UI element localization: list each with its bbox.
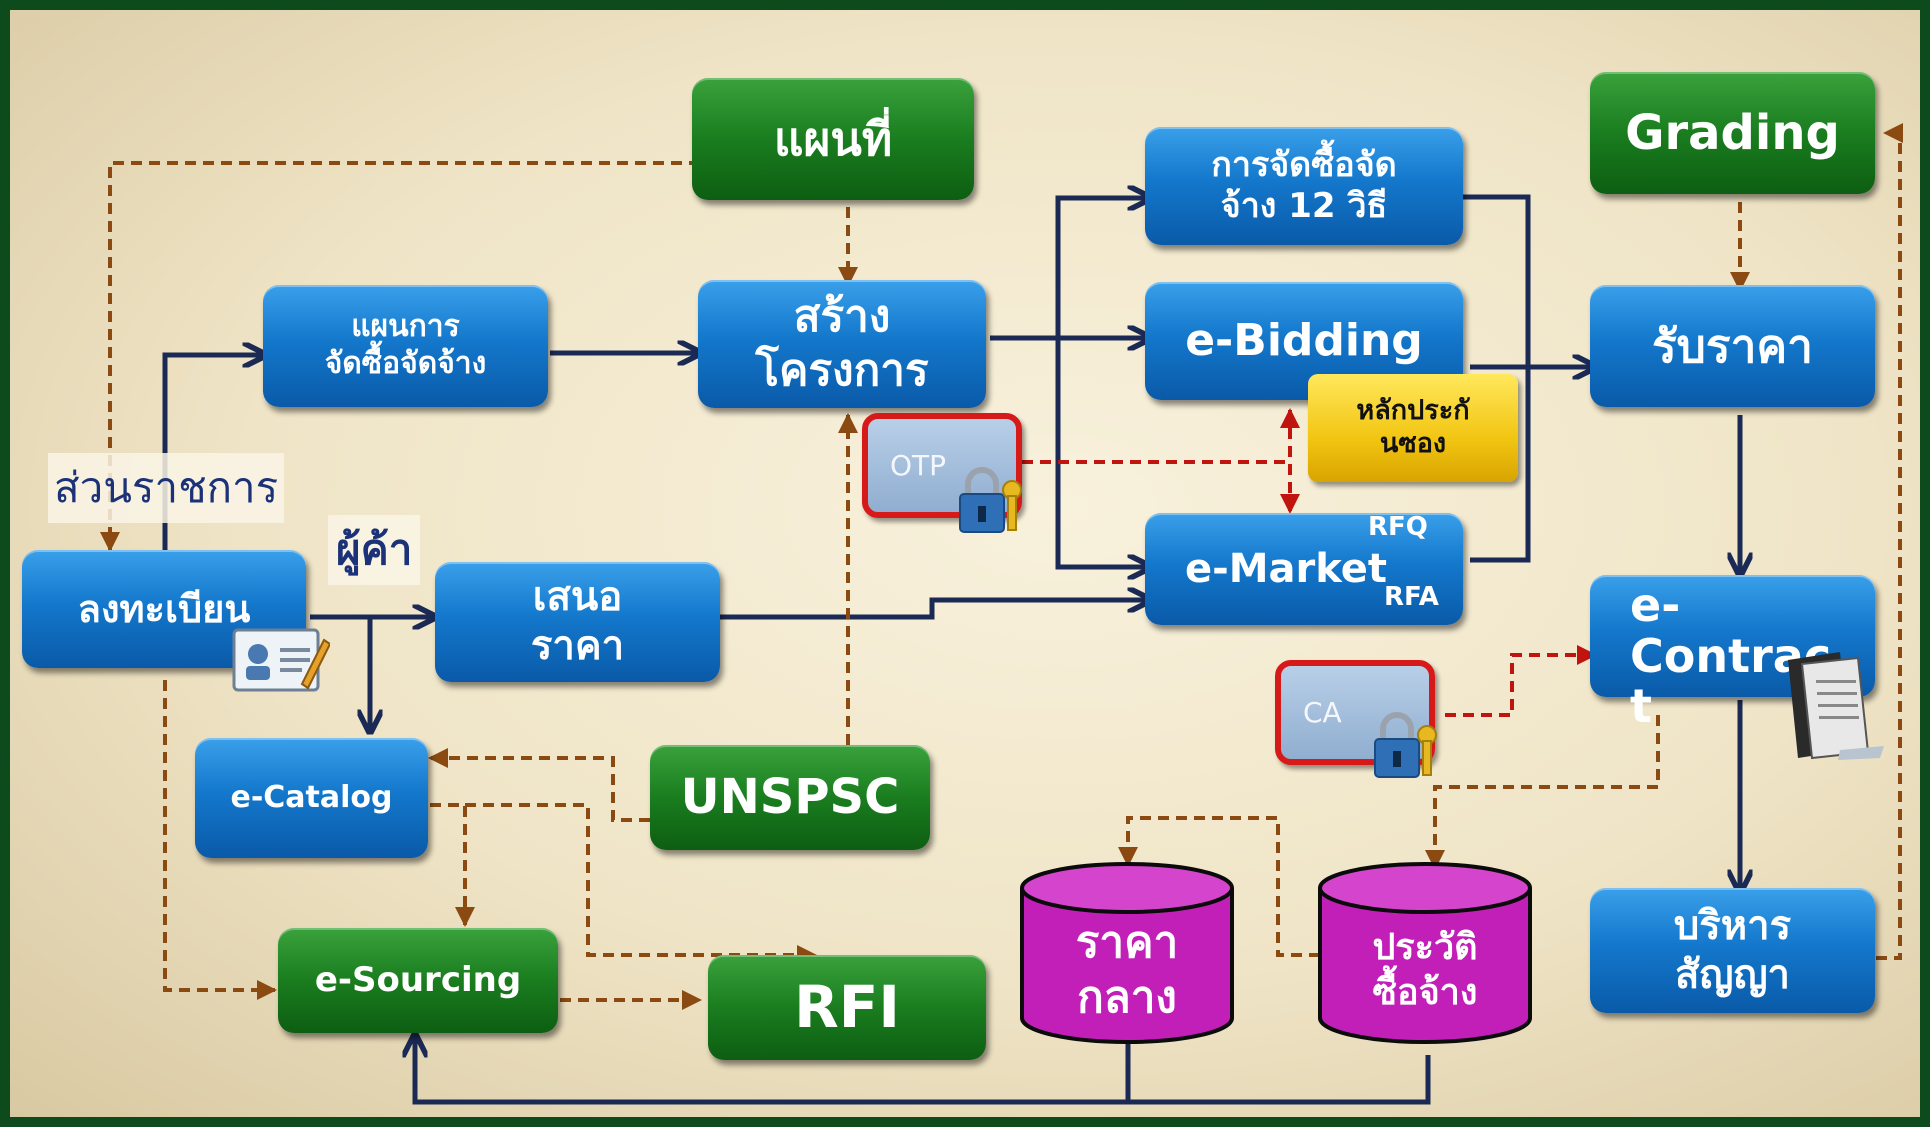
node-median-price-cylinder[interactable] <box>1018 862 1236 1046</box>
dash-history-to-median <box>1118 816 1320 957</box>
rfa-label: RFA <box>1384 582 1439 612</box>
dash-manage-to-grading <box>1876 123 1903 960</box>
node-grading-label: Grading <box>1625 104 1840 161</box>
flow-to-emarket <box>1055 338 1150 567</box>
dash-map-to-register <box>100 161 700 552</box>
label-government: ส่วนราชการ <box>48 453 285 523</box>
node-rfi[interactable]: RFI <box>708 955 986 1060</box>
dash-catalog-to-sourcing <box>430 803 475 927</box>
dash-contract-to-history <box>1425 715 1660 870</box>
node-offer-price[interactable]: เสนอ ราคา <box>435 562 720 682</box>
node-create-project-label: สร้าง โครงการ <box>755 291 929 396</box>
flow-to-12-methods <box>1055 198 1150 338</box>
node-purchase-history-label: ประวัติ ซื้อจ้าง <box>1372 927 1478 1013</box>
node-purchase-history: ประวัติ ซื้อจ้าง <box>1316 905 1534 1035</box>
node-map-label: แผนที่ <box>773 111 893 166</box>
node-contract-mgmt[interactable]: บริหาร สัญญา <box>1590 888 1875 1013</box>
node-ca[interactable]: CA <box>1275 660 1435 765</box>
node-unspsc-label: UNSPSC <box>680 769 900 826</box>
dash-unspsc-to-catalog <box>428 748 650 822</box>
node-create-project[interactable]: สร้าง โครงการ <box>698 280 986 408</box>
padlock-key-icon <box>959 467 1022 533</box>
node-purchase-history-cylinder[interactable] <box>1316 862 1534 1046</box>
node-procurement-12[interactable]: การจัดซื้อจัด จ้าง 12 วิธี <box>1145 127 1463 245</box>
dash-catalog-to-rfi <box>465 803 817 965</box>
rfq-label: RFQ <box>1368 512 1428 542</box>
node-ca-label: CA <box>1303 696 1342 729</box>
node-otp-label: OTP <box>890 449 947 482</box>
label-vendor-text: ผู้ค้า <box>336 525 413 574</box>
node-contract-mgmt-label: บริหาร สัญญา <box>1673 902 1792 998</box>
node-receive-price[interactable]: รับราคา <box>1590 285 1875 407</box>
label-vendor: ผู้ค้า <box>328 515 421 585</box>
node-offer-price-label: เสนอ ราคา <box>530 574 625 669</box>
node-median-price: ราคา กลาง <box>1018 905 1236 1035</box>
connector-layer <box>100 123 1903 1105</box>
node-e-contract-label: e- Contrac t <box>1630 578 1832 734</box>
node-median-price-label: ราคา กลาง <box>1075 917 1179 1023</box>
node-register-label: ลงทะเบียน <box>77 586 251 631</box>
flow-methods-merge <box>1460 194 1531 563</box>
padlock-key-icon <box>1374 712 1437 778</box>
node-unspsc[interactable]: UNSPSC <box>650 745 930 850</box>
node-e-market-label: e-Market <box>1185 545 1388 592</box>
node-bid-guarantee-label: หลักประกั นซอง <box>1356 395 1470 459</box>
node-e-catalog[interactable]: e-Catalog <box>195 738 428 858</box>
node-e-bidding-label: e-Bidding <box>1185 315 1423 367</box>
label-government-text: ส่วนราชการ <box>54 463 279 512</box>
node-map[interactable]: แผนที่ <box>692 78 974 200</box>
contract-document-icon <box>1788 652 1884 760</box>
node-e-market[interactable]: e-Market <box>1145 513 1463 625</box>
node-e-sourcing[interactable]: e-Sourcing <box>278 928 558 1033</box>
dash-register-to-sourcing <box>163 680 277 1000</box>
node-rfi-label: RFI <box>794 973 900 1042</box>
dash-ca-to-contract <box>1445 645 1597 717</box>
flow-offer-to-emarket <box>720 600 1150 620</box>
node-grading[interactable]: Grading <box>1590 72 1875 194</box>
node-e-sourcing-label: e-Sourcing <box>314 959 522 1000</box>
node-bid-guarantee[interactable]: หลักประกั นซอง <box>1308 374 1518 482</box>
id-card-icon <box>232 628 330 692</box>
flow-databases-to-sourcing <box>415 1035 1131 1105</box>
node-procurement-plan[interactable]: แผนการ จัดซื้อจัดจ้าง <box>263 285 548 407</box>
node-procurement-plan-label: แผนการ จัดซื้อจัดจ้าง <box>324 309 487 381</box>
node-procurement-12-label: การจัดซื้อจัด จ้าง 12 วิธี <box>1211 144 1397 226</box>
node-e-catalog-label: e-Catalog <box>230 779 393 815</box>
node-receive-price-label: รับราคา <box>1651 318 1814 373</box>
flow-history-to-bottom <box>1128 1055 1431 1105</box>
